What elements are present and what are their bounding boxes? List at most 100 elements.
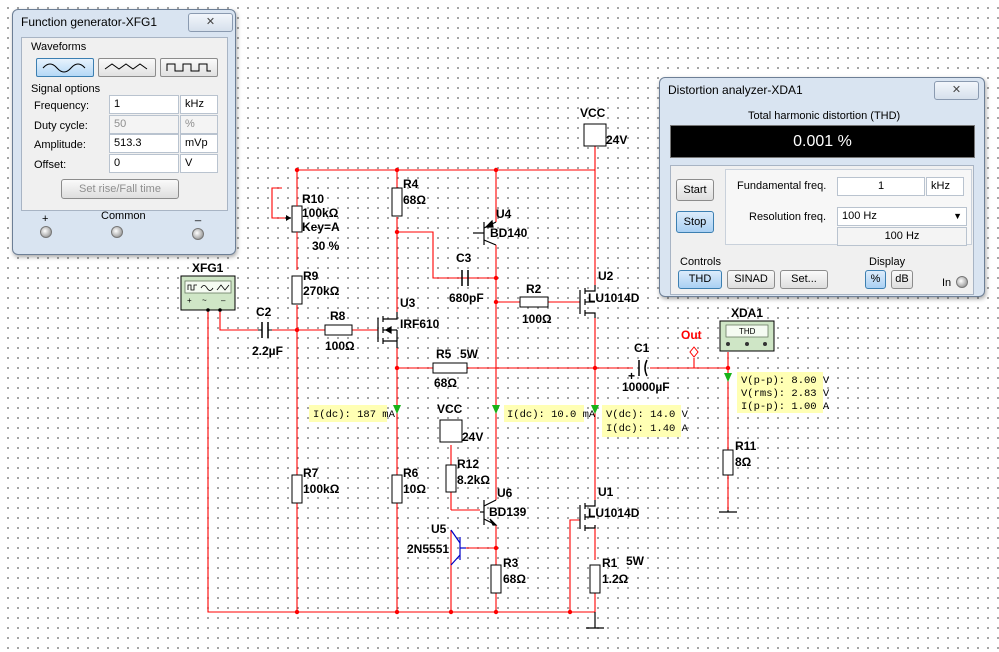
- close-icon: ✕: [205, 16, 216, 28]
- probe-1-line1: I(dc): 187 mA: [313, 409, 396, 421]
- c1-value: 10000µF: [622, 380, 670, 394]
- r12-name: R12: [457, 457, 479, 471]
- fundamental-freq-label: Fundamental freq.: [737, 180, 827, 192]
- r11-value: 8Ω: [735, 455, 752, 469]
- xda1-symbol[interactable]: [719, 320, 775, 352]
- close-icon: ✕: [951, 84, 962, 96]
- function-generator-title: Function generator-XFG1: [21, 15, 158, 29]
- thd-button[interactable]: THD: [678, 270, 722, 289]
- function-generator-window[interactable]: Function generator-XFG1 ✕ Waveforms Sign…: [12, 9, 236, 255]
- triangle-wave-icon: [104, 63, 148, 70]
- vcc-mid-name: VCC: [437, 402, 463, 416]
- offset-label: Offset:: [34, 159, 67, 171]
- resistor-r5[interactable]: [432, 362, 468, 374]
- out-marker: [689, 346, 699, 358]
- u4-name: U4: [496, 207, 512, 221]
- r7-name: R7: [303, 466, 319, 480]
- capacitor-c2[interactable]: [258, 322, 272, 338]
- potentiometer-r10[interactable]: [285, 188, 303, 250]
- r4-value: 68Ω: [403, 193, 426, 207]
- distortion-analyzer-close-button[interactable]: ✕: [934, 81, 979, 100]
- mosfet-u1[interactable]: [579, 500, 596, 531]
- fundamental-freq-input[interactable]: 1: [837, 177, 925, 196]
- u4-model: BD140: [490, 226, 528, 240]
- terminal-minus-label: _: [195, 210, 202, 222]
- svg-text:+: +: [187, 296, 192, 305]
- terminal-minus-connector[interactable]: [192, 228, 204, 240]
- r10-key: Key=A: [302, 220, 340, 234]
- resistor-r1[interactable]: [589, 564, 601, 594]
- frequency-label: Frequency:: [34, 100, 90, 112]
- transistor-u6[interactable]: [480, 499, 498, 526]
- offset-unit[interactable]: V: [180, 154, 218, 173]
- terminal-plus-connector[interactable]: [40, 226, 52, 238]
- offset-input[interactable]: 0: [109, 154, 179, 173]
- duty-cycle-input[interactable]: 50: [109, 115, 179, 134]
- resistor-r3[interactable]: [490, 564, 502, 594]
- amplitude-unit[interactable]: mVp: [180, 134, 218, 153]
- distortion-analyzer-window[interactable]: Distortion analyzer-XDA1 ✕ Total harmoni…: [659, 77, 985, 297]
- r11-name: R11: [735, 439, 757, 453]
- resolution-freq-label: Resolution freq.: [749, 211, 827, 223]
- resistor-r4[interactable]: [391, 187, 403, 217]
- amplitude-input[interactable]: 513.3: [109, 134, 179, 153]
- xfg1-symbol[interactable]: + ~ –: [180, 275, 236, 312]
- junction-dots: [294, 167, 731, 615]
- u3-name: U3: [400, 296, 416, 310]
- probe-3-line2: I(dc): 1.40 A: [606, 423, 689, 435]
- resolution-freq-select[interactable]: 100 Hz ▼: [837, 207, 967, 226]
- mosfet-u2[interactable]: [579, 285, 596, 318]
- xfg1-label: XFG1: [192, 261, 224, 275]
- display-label: Display: [869, 256, 906, 268]
- sine-wave-icon: [42, 63, 86, 73]
- vcc-source-top[interactable]: [583, 123, 607, 147]
- resistor-r11[interactable]: [722, 449, 734, 476]
- probe-4[interactable]: V(p-p): 8.00 V V(rms): 2.83 V I(p-p): 1.…: [724, 372, 830, 413]
- set-button[interactable]: Set...: [780, 270, 828, 289]
- transistor-u4[interactable]: [473, 219, 497, 246]
- probe-3[interactable]: V(dc): 14.0 V I(dc): 1.40 A: [591, 405, 689, 437]
- sine-wave-button[interactable]: [36, 58, 94, 77]
- square-wave-button[interactable]: [160, 58, 218, 77]
- svg-text:~: ~: [202, 296, 207, 305]
- transistor-u5[interactable]: [450, 529, 466, 566]
- u5-name: U5: [431, 522, 447, 536]
- percent-button[interactable]: %: [865, 270, 886, 289]
- resistor-r8[interactable]: [324, 324, 353, 336]
- ground-symbol: [586, 612, 604, 629]
- db-button[interactable]: dB: [891, 270, 913, 289]
- resistor-r9[interactable]: [291, 275, 303, 305]
- resistor-r2[interactable]: [519, 296, 549, 308]
- frequency-unit[interactable]: kHz: [180, 95, 218, 114]
- set-rise-fall-button[interactable]: Set rise/Fall time: [61, 179, 179, 199]
- input-terminal-connector[interactable]: [956, 276, 968, 288]
- resistor-r6[interactable]: [391, 474, 403, 504]
- fundamental-freq-unit[interactable]: kHz: [926, 177, 964, 196]
- probe-2[interactable]: I(dc): 10.0 mA: [492, 405, 596, 422]
- thd-heading: Total harmonic distortion (THD): [748, 110, 901, 122]
- function-generator-close-button[interactable]: ✕: [188, 13, 233, 32]
- resistor-r7[interactable]: [291, 474, 303, 504]
- probe-1[interactable]: I(dc): 187 mA: [309, 405, 401, 422]
- resistor-r12[interactable]: [445, 464, 457, 493]
- triangle-wave-button[interactable]: [98, 58, 156, 77]
- c3-value: 680pF: [449, 291, 484, 305]
- r2-value: 100Ω: [522, 312, 552, 326]
- frequency-input[interactable]: 1: [109, 95, 179, 114]
- sinad-button[interactable]: SINAD: [727, 270, 775, 289]
- r5-name: R5: [436, 347, 452, 361]
- duty-cycle-unit[interactable]: %: [180, 115, 218, 134]
- start-button[interactable]: Start: [676, 179, 714, 201]
- vcc-mid-value: 24V: [462, 430, 483, 444]
- u1-model: LU1014D: [588, 506, 640, 520]
- mosfet-u3[interactable]: [377, 312, 398, 348]
- capacitor-c1[interactable]: [638, 359, 648, 377]
- capacitor-c3[interactable]: [461, 270, 469, 286]
- terminal-common-connector[interactable]: [111, 226, 123, 238]
- vcc-source-mid[interactable]: [439, 419, 463, 443]
- stop-button[interactable]: Stop: [676, 211, 714, 233]
- r3-name: R3: [503, 556, 519, 570]
- distortion-analyzer-title: Distortion analyzer-XDA1: [668, 83, 803, 97]
- waveforms-label: Waveforms: [31, 41, 87, 53]
